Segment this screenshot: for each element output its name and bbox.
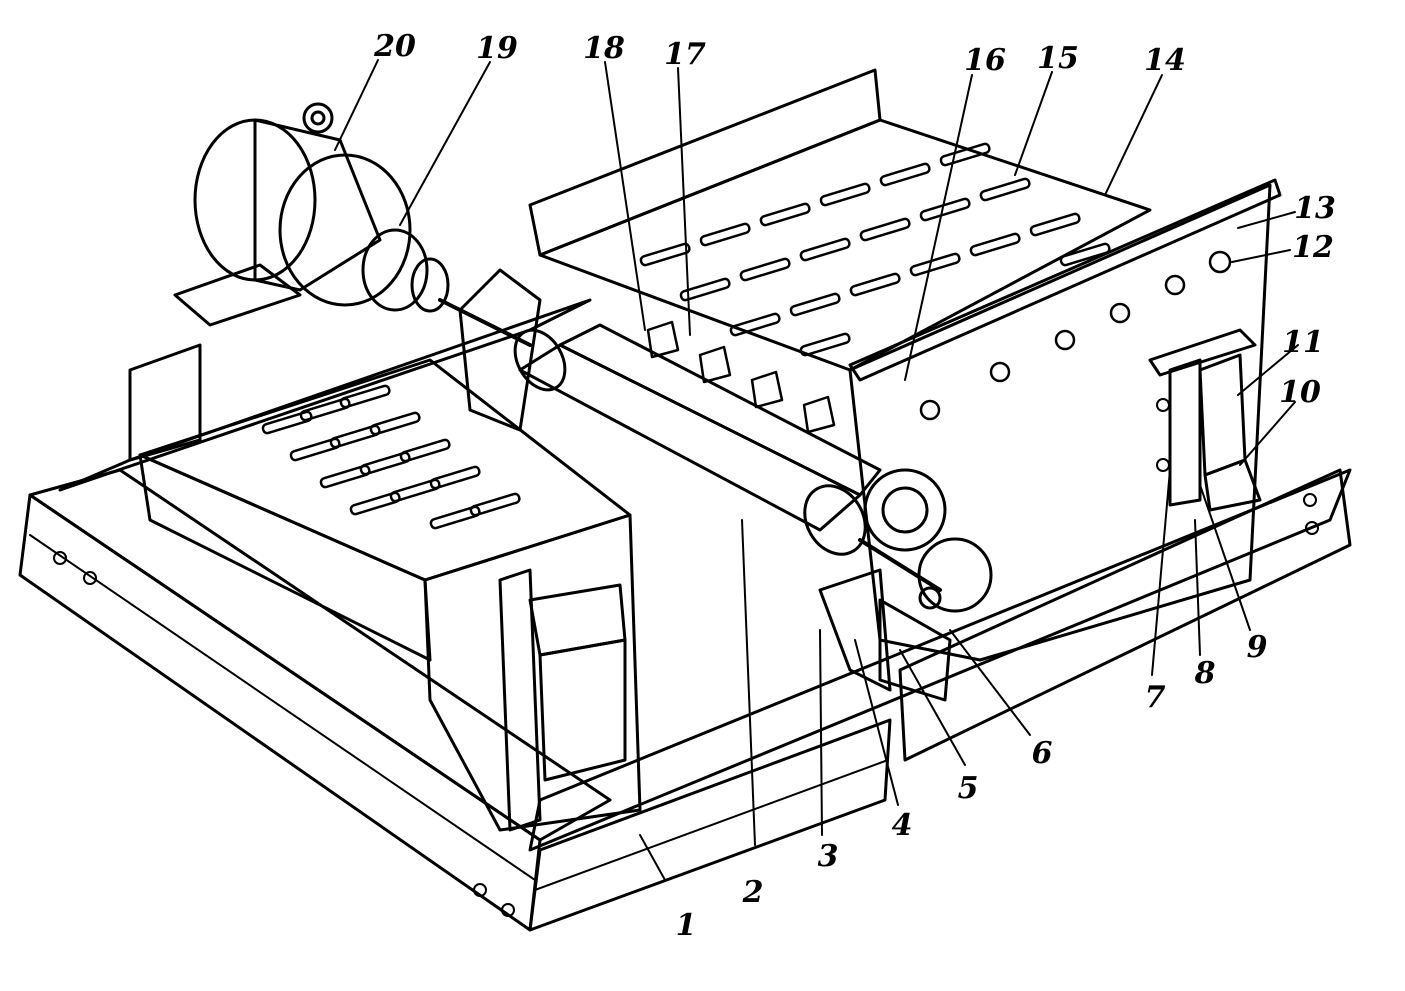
callout-4: 4 — [892, 808, 913, 843]
callout-19: 19 — [476, 31, 518, 66]
leader-lines — [334, 59, 1299, 881]
right-screen-slots — [639, 142, 1111, 357]
callout-12: 12 — [1292, 230, 1334, 265]
callout-1: 1 — [676, 908, 697, 943]
electric-motor — [173, 102, 450, 327]
callout-6: 6 — [1032, 736, 1053, 771]
rotor-assembly — [438, 268, 993, 702]
callout-5: 5 — [958, 771, 979, 806]
callout-3: 3 — [818, 839, 839, 874]
callout-17: 17 — [664, 37, 706, 72]
base-frame — [18, 298, 1352, 932]
callout-8: 8 — [1194, 656, 1216, 691]
callout-16: 16 — [964, 43, 1006, 78]
left-screen-box — [128, 343, 642, 832]
callout-11: 11 — [1282, 325, 1324, 360]
callout-9: 9 — [1247, 630, 1268, 665]
callout-10: 10 — [1279, 375, 1321, 410]
callout-15: 15 — [1037, 41, 1079, 76]
callout-labels: 1 2 3 4 5 6 7 8 9 10 11 12 13 14 15 16 1… — [373, 29, 1336, 943]
callout-20: 20 — [373, 29, 416, 64]
callout-13: 13 — [1294, 191, 1336, 226]
callout-14: 14 — [1144, 43, 1186, 78]
callout-18: 18 — [583, 31, 625, 66]
callout-2: 2 — [742, 875, 764, 910]
left-screen-slots — [261, 384, 521, 530]
callout-7: 7 — [1145, 680, 1166, 715]
right-screen-box — [528, 68, 1282, 662]
